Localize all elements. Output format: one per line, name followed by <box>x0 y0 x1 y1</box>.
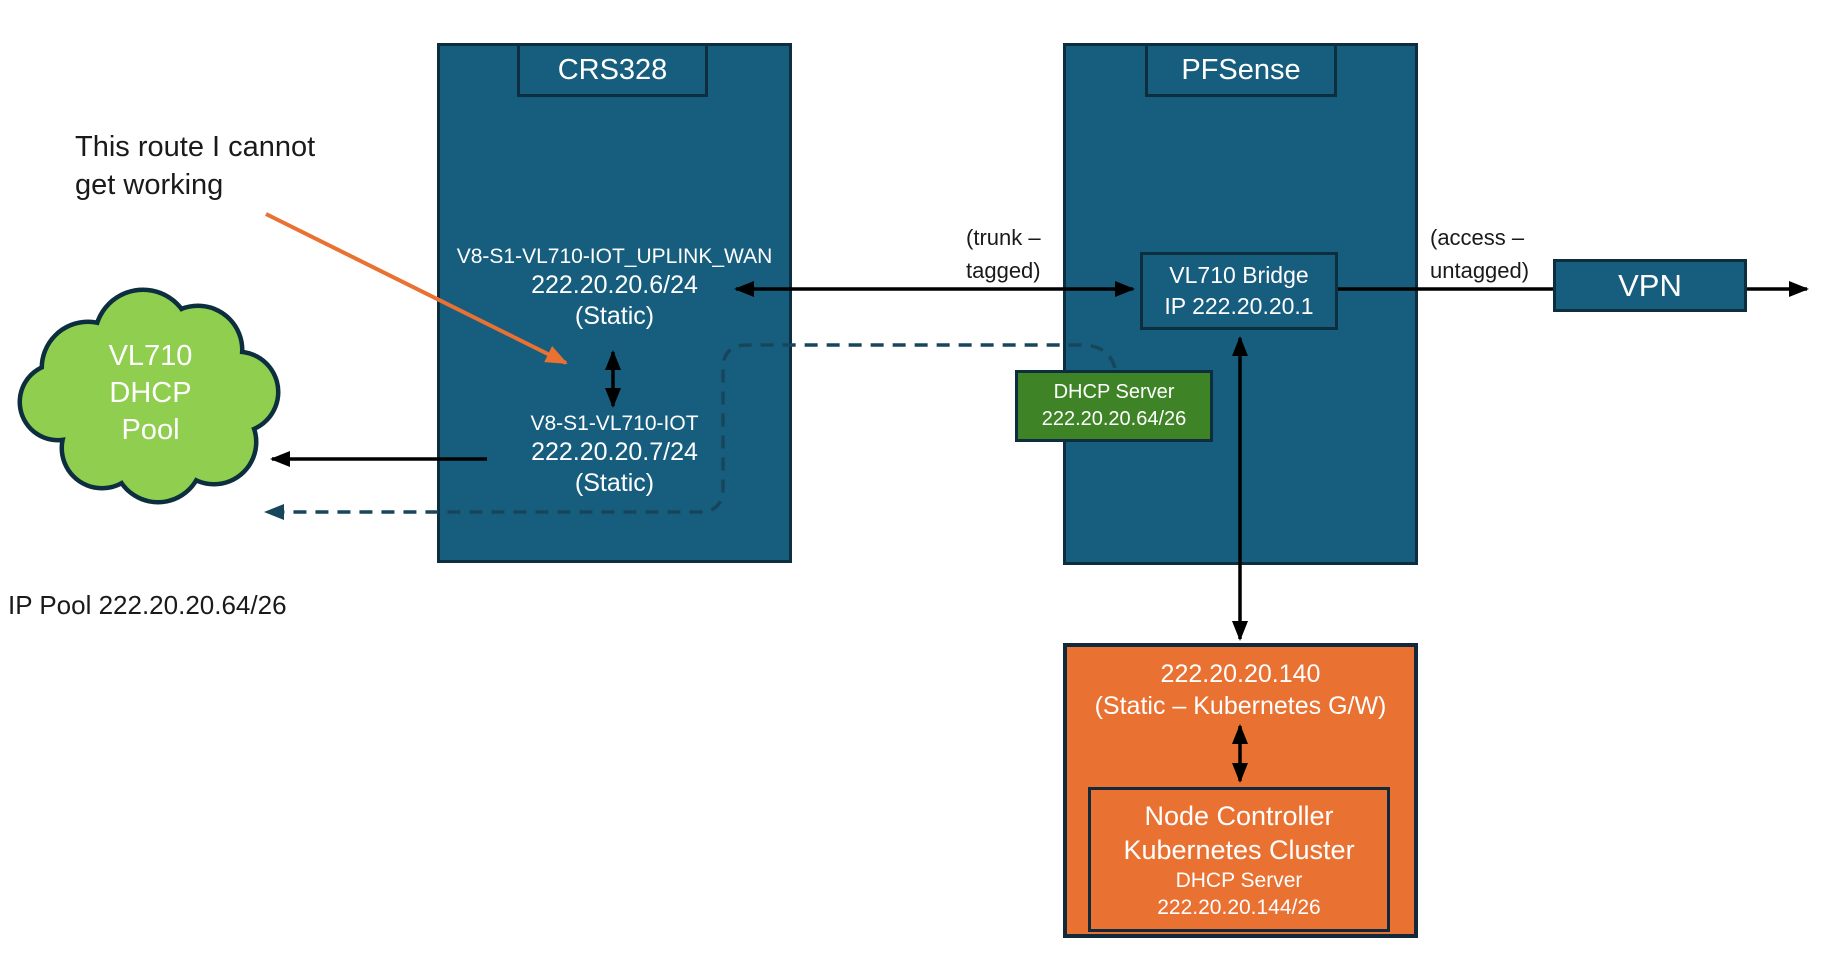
iot-ip: 222.20.20.7/24 <box>531 438 698 466</box>
cloud-line1: VL710 <box>108 340 193 372</box>
ip-pool-caption: IP Pool 222.20.20.64/26 <box>8 590 287 621</box>
kubernetes-gateway-role: (Static – Kubernetes G/W) <box>1094 692 1387 720</box>
annotation-line1: This route I cannot <box>75 131 316 163</box>
node-dhcp-subnet: 222.20.20.144/26 <box>1157 895 1321 919</box>
bridge-ip: IP 222.20.20.1 <box>1164 293 1314 319</box>
pfsense-title: PFSense <box>1145 43 1337 97</box>
node-dhcp-server: DHCP Server <box>1175 868 1303 892</box>
trunk-label-line1: (trunk – <box>966 225 1041 250</box>
access-link-label: (access – untagged) <box>1430 221 1529 287</box>
vl710-bridge-box: VL710 Bridge IP 222.20.20.1 <box>1140 252 1338 330</box>
node-controller-box: Node Controller Kubernetes Cluster DHCP … <box>1088 787 1390 932</box>
crs328-iot-interface: V8-S1-VL710-IOT 222.20.20.7/24 (Static) <box>447 410 782 498</box>
iot-name: V8-S1-VL710-IOT <box>530 412 699 435</box>
cloud-line2: DHCP <box>109 377 192 409</box>
crs328-switch-box <box>437 43 792 563</box>
vpn-label: VPN <box>1618 267 1682 303</box>
node-controller-line1: Node Controller <box>1144 800 1334 831</box>
access-label-line1: (access – <box>1430 225 1525 250</box>
uplink-ip: 222.20.20.6/24 <box>531 271 698 299</box>
dhcp-pool-cloud-label: VL710 DHCP Pool <box>68 338 233 449</box>
ip-pool-caption-text: IP Pool 222.20.20.64/26 <box>8 590 287 620</box>
annotation-arrow <box>265 212 568 365</box>
crs328-uplink-interface: V8-S1-VL710-IOT_UPLINK_WAN 222.20.20.6/2… <box>447 243 782 331</box>
uplink-mode: (Static) <box>574 302 655 330</box>
pfsense-title-label: PFSense <box>1181 53 1301 86</box>
trunk-link-label: (trunk – tagged) <box>966 221 1041 287</box>
dhcp-pool-cloud-icon <box>17 287 281 505</box>
cloud-line3: Pool <box>121 414 180 446</box>
node-controller-line2: Kubernetes Cluster <box>1123 834 1355 865</box>
crs328-title: CRS328 <box>517 43 708 97</box>
kubernetes-gateway-ip: 222.20.20.140 <box>1160 660 1321 688</box>
trunk-label-line2: tagged) <box>966 258 1041 283</box>
bridge-name: VL710 Bridge <box>1169 262 1309 288</box>
crs328-title-label: CRS328 <box>557 53 668 86</box>
vpn-box: VPN <box>1553 259 1747 312</box>
dhcp-server-subnet: 222.20.20.64/26 <box>1041 408 1187 430</box>
dhcp-route-dashed-arrow <box>264 343 1117 520</box>
dhcp-server-name: DHCP Server <box>1053 381 1175 403</box>
annotation-note: This route I cannot get working <box>75 128 315 204</box>
kubernetes-gateway-label: 222.20.20.140 (Static – Kubernetes G/W) <box>1073 658 1408 722</box>
annotation-line2: get working <box>75 169 224 201</box>
dhcp-server-box: DHCP Server 222.20.20.64/26 <box>1015 370 1213 442</box>
access-label-line2: untagged) <box>1430 258 1530 283</box>
iot-mode: (Static) <box>574 469 655 497</box>
uplink-name: V8-S1-VL710-IOT_UPLINK_WAN <box>456 245 773 268</box>
